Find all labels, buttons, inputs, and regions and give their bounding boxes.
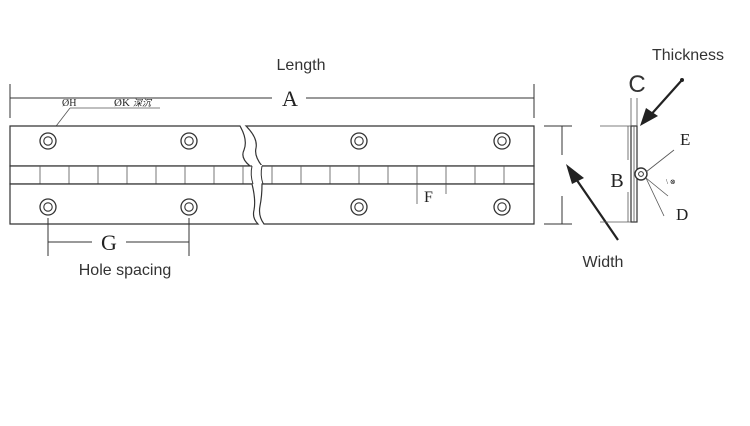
bottom-hole-2 xyxy=(180,198,198,216)
dimension-b-letter: B xyxy=(610,170,623,192)
dimension-c-letter: C xyxy=(628,71,645,98)
knuckle-break-right xyxy=(260,165,264,185)
bottom-hole-4 xyxy=(493,198,511,216)
top-leaf-right xyxy=(244,125,535,167)
hole-callouts: ØH ØK 深沉 xyxy=(49,97,160,135)
dimension-g-letter: G xyxy=(101,230,117,255)
knuckle-break-left xyxy=(250,165,254,185)
dimension-d-letter: D xyxy=(676,205,688,224)
top-hole-2 xyxy=(180,132,198,150)
hinge-front-view: F xyxy=(9,125,535,225)
hole-spacing-label: Hole spacing xyxy=(79,262,172,279)
bottom-leaf-right xyxy=(258,183,535,225)
thickness-arrow xyxy=(640,78,684,126)
top-hole-1 xyxy=(39,132,57,150)
countersink-k-note: 深沉 xyxy=(133,98,153,108)
knuckle-break-gap xyxy=(252,165,262,185)
thickness-label: Thickness xyxy=(652,47,724,64)
hole-diameter-h-label: ØH xyxy=(62,98,76,109)
dimension-e-letter: E xyxy=(680,130,690,149)
width-label: Width xyxy=(583,254,624,271)
bottom-hole-1 xyxy=(39,198,57,216)
dimension-a-letter: A xyxy=(282,86,298,111)
knuckle-divisions xyxy=(39,166,505,184)
bottom-leaf-left xyxy=(9,183,260,225)
width-dimension xyxy=(544,125,572,225)
dimension-g: G xyxy=(47,218,190,256)
side-angle-note: \ ⊗ xyxy=(666,178,676,186)
top-hole-4 xyxy=(493,132,511,150)
hinge-side-view: \ ⊗ xyxy=(600,98,676,223)
bottom-hole-3 xyxy=(350,198,368,216)
top-hole-3 xyxy=(350,132,368,150)
width-arrow xyxy=(566,164,619,241)
dimension-f: F xyxy=(416,184,447,206)
dimension-a: A xyxy=(9,84,535,118)
countersink-k-label: ØK xyxy=(114,97,130,109)
dimension-f-letter: F xyxy=(424,189,433,206)
length-label: Length xyxy=(277,57,326,74)
